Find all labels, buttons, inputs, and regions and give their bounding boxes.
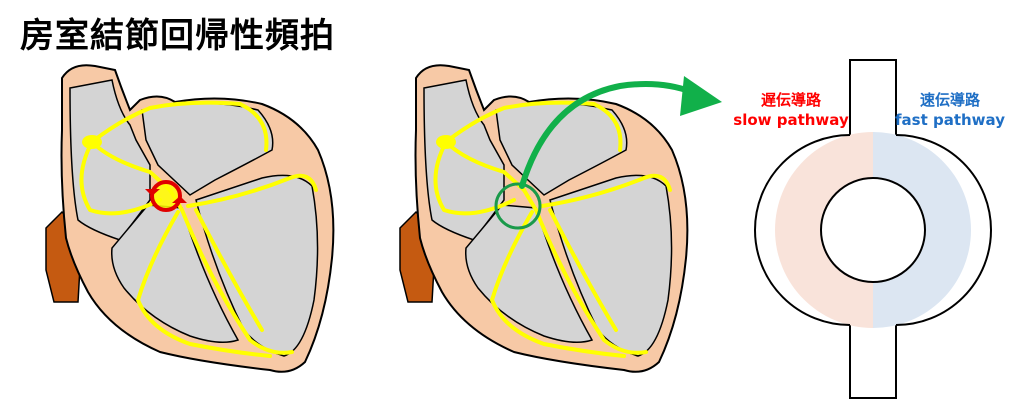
heart-diagram-middle — [398, 63, 690, 374]
fast-pathway-label-en: fast pathway — [895, 111, 1005, 129]
slow-pathway-label: 遅伝導路 slow pathway — [716, 90, 866, 130]
fast-pathway-label-jp: 速伝導路 — [919, 91, 980, 109]
arrow-right-icon — [519, 76, 722, 189]
reentry-circle-icon — [145, 180, 187, 212]
slow-pathway-label-en: slow pathway — [733, 111, 849, 129]
page-title: 房室結節回帰性頻拍 — [20, 16, 335, 56]
slow-pathway-label-jp: 遅伝導路 — [760, 91, 821, 109]
heart-diagram-left — [44, 63, 336, 374]
zoom-circle — [494, 182, 542, 230]
pathway-ring-diagram — [754, 59, 992, 399]
fast-pathway-label: 速伝導路 fast pathway — [880, 90, 1020, 130]
